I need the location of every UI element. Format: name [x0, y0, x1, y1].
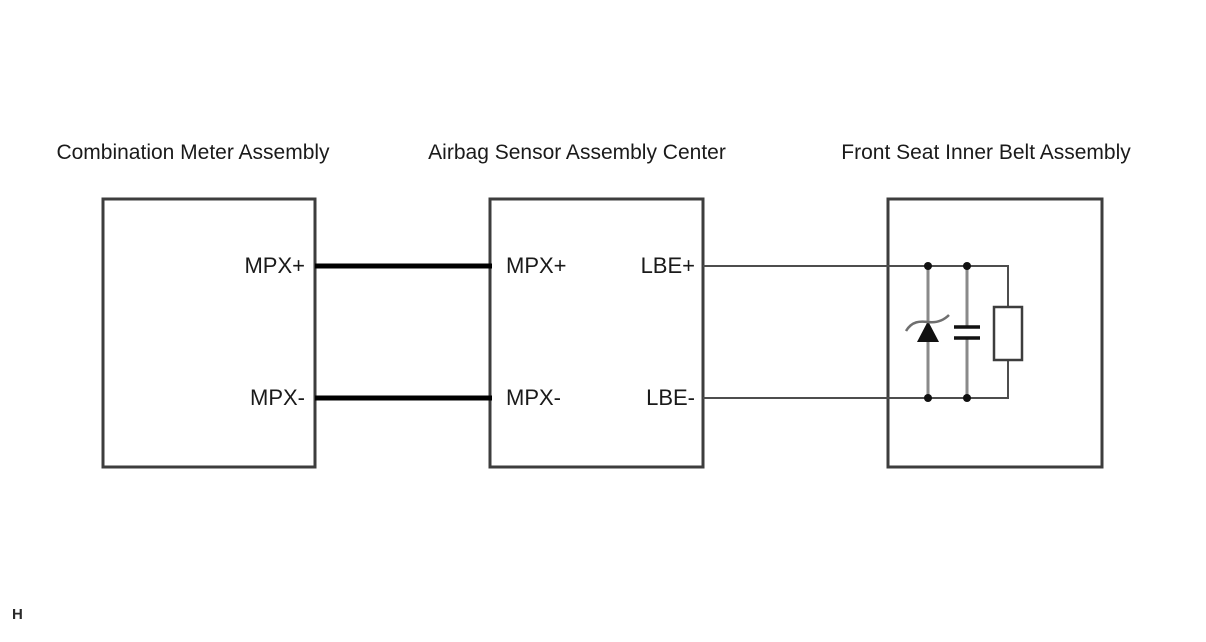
resistor-icon — [992, 305, 1024, 362]
zener-diode-bar-icon — [904, 314, 950, 332]
pin-label-airbag-lbe-plus: LBE+ — [640, 253, 695, 278]
zener-diode-icon — [917, 321, 939, 342]
front-seat-inner-belt-assembly-box — [886, 197, 1104, 469]
combination-meter-assembly-title: Combination Meter Assembly — [56, 141, 330, 164]
pin-label-airbag-mpx-plus: MPX+ — [506, 253, 567, 278]
page-marker: H — [12, 606, 23, 623]
pin-label-meter-mpx-minus: MPX- — [250, 385, 305, 410]
pin-label-airbag-lbe-minus: LBE- — [646, 385, 695, 410]
junction-dot — [963, 394, 971, 402]
front-seat-inner-belt-assembly-title: Front Seat Inner Belt Assembly — [841, 141, 1131, 164]
junction-dot — [963, 262, 971, 270]
junction-dot — [924, 394, 932, 402]
combination-meter-assembly-box — [101, 197, 317, 469]
pin-label-meter-mpx-plus: MPX+ — [244, 253, 305, 278]
lbe-plus-wire — [703, 265, 1009, 307]
pin-label-airbag-mpx-minus: MPX- — [506, 385, 561, 410]
lbe-minus-wire — [703, 360, 1009, 399]
airbag-sensor-assembly-center-box — [488, 197, 705, 469]
junction-dot — [924, 262, 932, 270]
airbag-sensor-assembly-center-title: Airbag Sensor Assembly Center — [428, 141, 726, 164]
